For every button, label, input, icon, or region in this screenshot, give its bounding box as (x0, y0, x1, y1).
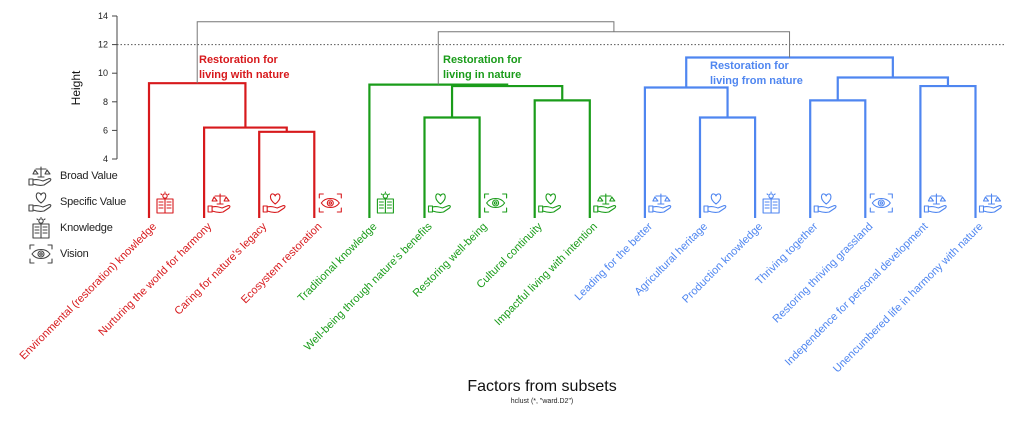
y-tick-label: 4 (103, 154, 108, 164)
leaf-labels: Environmental (restoration) knowledgeNur… (17, 220, 985, 375)
cluster-label-red: living with nature (199, 69, 289, 81)
broad-value-icon (593, 193, 617, 213)
y-tick-label: 10 (98, 68, 108, 78)
broad-value-icon (207, 193, 231, 213)
specific-value-icon (427, 193, 451, 213)
dendrogram-link (450, 84, 564, 118)
legend-item-broad-value: Broad Value (28, 163, 126, 189)
dendrogram-link (643, 86, 729, 218)
specific-value-icon (813, 193, 837, 213)
knowledge-icon (762, 191, 780, 214)
legend-label: Broad Value (60, 170, 118, 182)
legend-item-specific-value: Specific Value (28, 189, 126, 215)
leaf-icons (156, 191, 1002, 214)
cluster-label-blue: Restoration for (710, 60, 790, 72)
leaf-label: Restoring thriving grassland (771, 221, 876, 326)
dendrogram-link (203, 126, 288, 218)
dendrogram-link (196, 21, 615, 84)
dendrogram-link (919, 84, 977, 218)
vision-icon (318, 193, 342, 213)
legend: Broad Value Specific Value Knowledge Vis… (28, 163, 126, 267)
legend-item-knowledge: Knowledge (28, 215, 126, 241)
vision-icon (869, 193, 893, 213)
cluster-label-green: living in nature (443, 69, 521, 81)
cluster-labels: Restoration for living with nature Restora… (199, 54, 803, 87)
vision-icon (29, 244, 53, 264)
dendrogram-link (809, 99, 867, 218)
broad-value-icon (978, 193, 1002, 213)
dendrogram-link (258, 130, 316, 218)
cluster-label-red: Restoration for (199, 54, 279, 66)
y-axis: 4 6 8 10 12 14 (98, 11, 118, 164)
cluster-label-blue: living from nature (710, 75, 803, 87)
dendrogram-link (698, 116, 757, 218)
knowledge-icon (376, 191, 394, 214)
specific-value-icon (703, 193, 727, 213)
dendrogram-link (423, 116, 481, 218)
dendrogram-links (147, 21, 977, 218)
y-axis-label: Height (69, 70, 83, 105)
leaf-label: Caring for nature's legacy (172, 220, 269, 317)
knowledge-icon (156, 191, 174, 214)
legend-item-vision: Vision (28, 241, 126, 267)
vision-icon (484, 193, 508, 213)
method-subtitle: hclust (*, "ward.D2") (511, 398, 574, 405)
x-axis-label: Factors from subsets (467, 378, 616, 395)
broad-value-icon (28, 166, 52, 186)
broad-value-icon (923, 193, 947, 213)
legend-label: Vision (60, 248, 89, 260)
y-tick-label: 12 (98, 40, 108, 50)
broad-value-icon (648, 193, 672, 213)
knowledge-icon (32, 217, 50, 239)
specific-value-icon (538, 193, 562, 213)
specific-value-icon (28, 192, 52, 212)
y-tick-label: 6 (103, 125, 108, 135)
y-tick-label: 14 (98, 11, 108, 21)
dendrogram-link (368, 83, 509, 218)
dendrogram-link (836, 76, 950, 101)
cluster-label-green: Restoration for (443, 54, 523, 66)
leaf-label: Impactful living with intention (492, 221, 599, 328)
y-tick-label: 8 (103, 97, 108, 107)
legend-label: Knowledge (60, 222, 113, 234)
legend-label: Specific Value (60, 196, 127, 208)
dendrogram-link (533, 99, 591, 218)
specific-value-icon (262, 193, 286, 213)
